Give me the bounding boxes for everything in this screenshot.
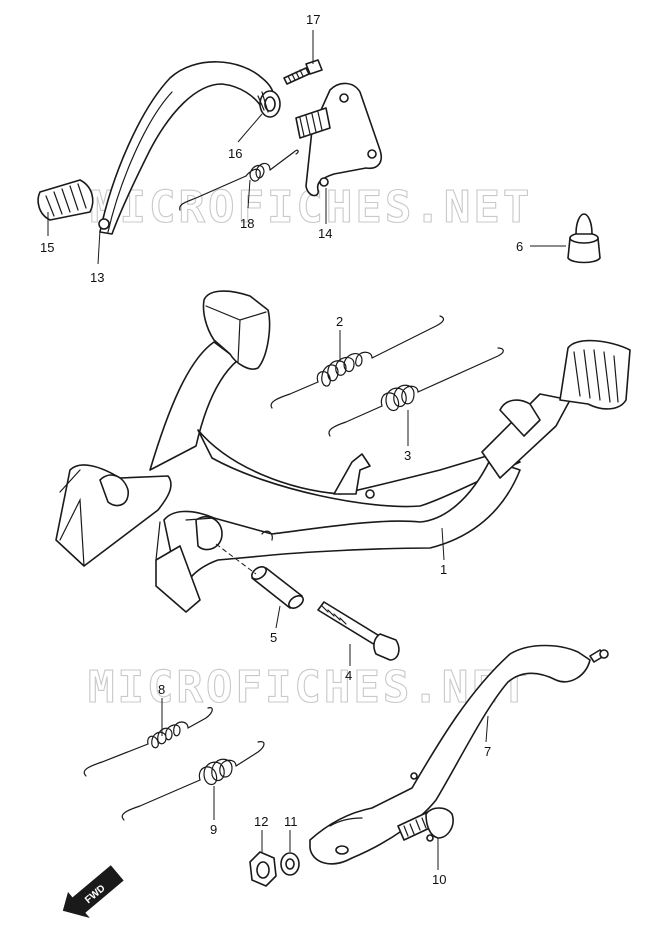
- fwd-arrow-icon: FWD: [62, 865, 124, 919]
- shift-shaft-14: [295, 82, 382, 197]
- stopper-6: [567, 213, 601, 264]
- nut-12: [249, 851, 277, 887]
- callout-7: 7: [484, 744, 491, 759]
- collar-guide-line: [215, 543, 257, 575]
- callout-8: 8: [158, 682, 165, 697]
- callout-2: 2: [336, 314, 343, 329]
- collar-5: [251, 566, 304, 609]
- spring-9: [121, 741, 265, 821]
- spring-8: [83, 707, 213, 777]
- bolt-17: [283, 59, 323, 85]
- callout-16: 16: [228, 146, 242, 161]
- leader-lines: [47, 30, 566, 870]
- center-stand-1: [55, 290, 631, 613]
- spring-3: [328, 347, 504, 437]
- callout-numbers: 17 16 18 14 15 13 6 2 3 1 5 4 7 8 9 11 1…: [40, 12, 523, 887]
- spring-2: [270, 315, 445, 409]
- watermark-bottom: MICROFICHES.NET: [88, 662, 530, 713]
- callout-9: 9: [210, 822, 217, 837]
- callout-4: 4: [345, 668, 352, 683]
- bolt-4: [317, 601, 400, 661]
- pedal-pin-10: [397, 807, 454, 841]
- callout-17: 17: [306, 12, 320, 27]
- callout-14: 14: [318, 226, 332, 241]
- callout-5: 5: [270, 630, 277, 645]
- callout-10: 10: [432, 872, 446, 887]
- callout-1: 1: [440, 562, 447, 577]
- callout-12: 12: [254, 814, 268, 829]
- washer-11: [280, 852, 300, 876]
- callout-3: 3: [404, 448, 411, 463]
- washer-16: [257, 90, 281, 118]
- spring-18: [179, 149, 299, 211]
- callout-18: 18: [240, 216, 254, 231]
- callout-11: 11: [284, 814, 298, 829]
- callout-13: 13: [90, 270, 104, 285]
- shift-pedal-rubber: [37, 179, 94, 221]
- brake-pedal-7: [309, 644, 609, 865]
- callout-15: 15: [40, 240, 54, 255]
- callout-6: 6: [516, 239, 523, 254]
